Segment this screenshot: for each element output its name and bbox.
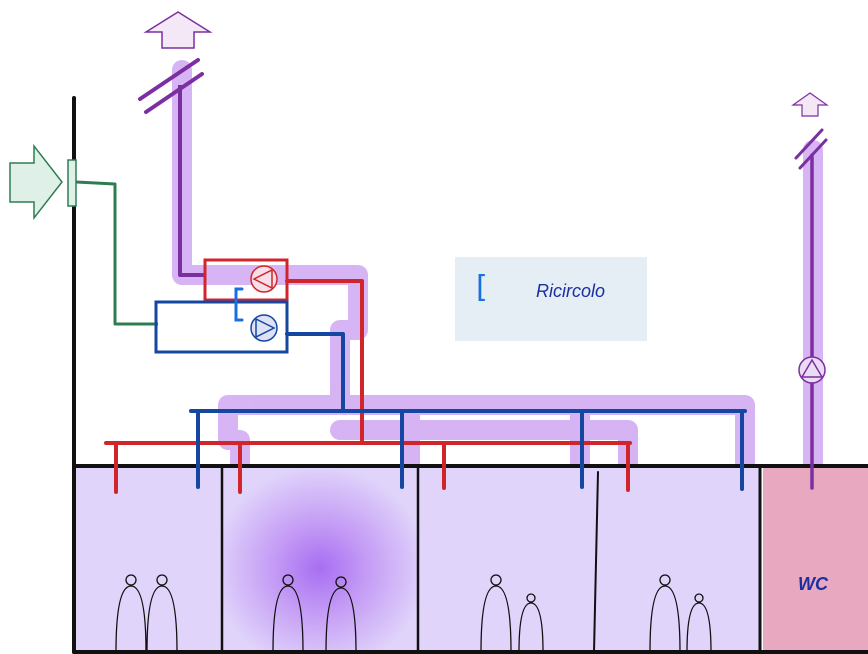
outdoor-intake	[9, 143, 158, 326]
wc-exhaust	[791, 92, 829, 490]
arrow-right-icon	[9, 143, 63, 221]
person-icon	[115, 574, 147, 653]
exhaust-outlet-main	[138, 11, 213, 277]
legend-label: Ricircolo	[536, 281, 606, 301]
partition-3	[593, 471, 599, 653]
wc-fan	[798, 356, 826, 384]
supply-ducts	[104, 279, 632, 494]
return-section	[154, 300, 289, 354]
exhaust-duct	[178, 85, 205, 277]
person-icon	[272, 574, 304, 653]
arrow-up-icon	[791, 92, 829, 117]
recirculation-damper	[234, 287, 244, 322]
person-icon	[686, 593, 712, 653]
room-2	[222, 466, 418, 652]
person-icon	[649, 574, 681, 653]
fan-icon	[250, 314, 278, 342]
recirculation-symbol: [	[476, 270, 488, 305]
wc-label: WC	[798, 574, 828, 594]
building-walls	[72, 96, 868, 654]
supply-fan	[250, 265, 278, 293]
intake-grille	[67, 159, 77, 207]
room-3	[418, 466, 596, 652]
outdoor-air-duct	[75, 180, 158, 326]
occupants	[115, 574, 712, 653]
room-4	[596, 466, 760, 652]
arrow-up-icon	[143, 11, 213, 49]
person-icon	[480, 574, 512, 653]
legend-box	[455, 257, 647, 341]
return-ducts	[189, 332, 747, 491]
person-icon	[518, 593, 544, 653]
return-fan	[250, 314, 278, 342]
person-icon	[146, 574, 178, 653]
wc-room	[763, 466, 868, 652]
person-icon	[325, 576, 357, 653]
fan-icon	[250, 265, 278, 293]
room-row	[74, 466, 868, 652]
